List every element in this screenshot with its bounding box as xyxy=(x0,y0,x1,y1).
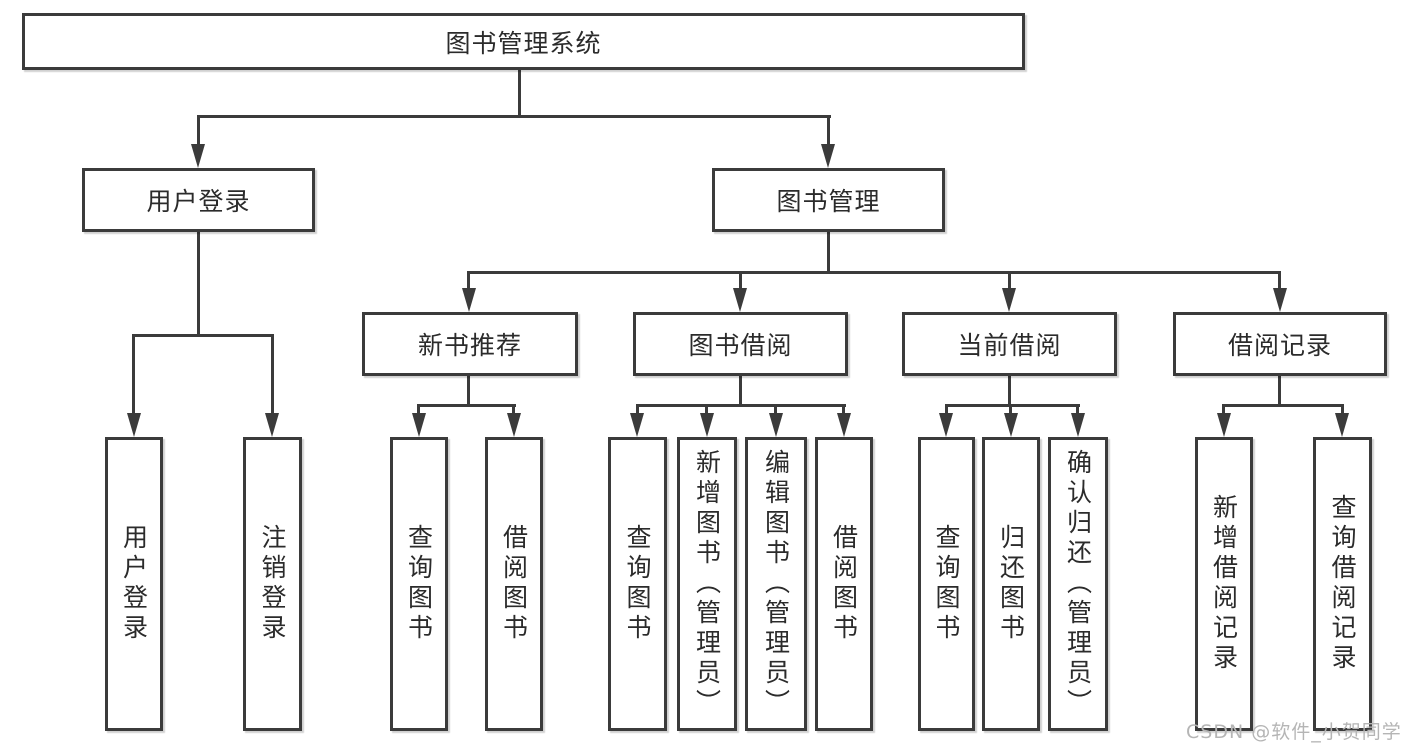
node-label: 编辑图书（管理员） xyxy=(761,449,791,719)
node-borrowing-records: 借阅记录 xyxy=(1173,312,1387,376)
connector-line xyxy=(827,115,830,148)
node-book-borrowing: 图书借阅 xyxy=(633,312,848,376)
connector-line xyxy=(945,404,948,417)
arrow-down-icon xyxy=(1217,413,1231,437)
node-label: 图书管理 xyxy=(776,187,881,216)
arrow-down-icon xyxy=(700,413,714,437)
connector-line xyxy=(417,404,420,417)
connector-line xyxy=(518,70,521,117)
arrow-down-icon xyxy=(1335,413,1349,437)
connector-line xyxy=(197,115,200,148)
connector-line xyxy=(132,334,274,337)
node-label: 借阅图书 xyxy=(829,524,859,644)
node-label: 新增图书（管理员） xyxy=(692,449,722,719)
connector-line xyxy=(467,376,470,407)
arrow-down-icon xyxy=(1002,288,1016,312)
leaf-logout: 注销登录 xyxy=(243,437,302,731)
leaf-add-books-admin: 新增图书（管理员） xyxy=(677,437,737,731)
arrow-down-icon xyxy=(769,413,783,437)
node-label: 归还图书 xyxy=(996,524,1026,644)
leaf-borrow-books: 借阅图书 xyxy=(815,437,873,731)
connector-line xyxy=(739,376,742,407)
arrow-down-icon xyxy=(191,144,205,168)
connector-line xyxy=(636,404,639,417)
arrow-down-icon xyxy=(630,413,644,437)
node-label: 查询图书 xyxy=(404,524,434,644)
node-label: 查询借阅记录 xyxy=(1328,494,1357,674)
node-label: 借阅图书 xyxy=(499,524,529,644)
leaf-query-books: 查询图书 xyxy=(390,437,448,731)
arrow-down-icon xyxy=(412,413,426,437)
connector-line xyxy=(417,404,516,407)
arrow-down-icon xyxy=(1004,413,1018,437)
node-new-book-recommendation: 新书推荐 xyxy=(362,312,578,376)
arrow-down-icon xyxy=(939,413,953,437)
arrow-down-icon xyxy=(821,144,835,168)
connector-line xyxy=(1222,404,1225,417)
arrow-down-icon xyxy=(1071,413,1085,437)
connector-line xyxy=(197,115,831,118)
connector-line xyxy=(1009,404,1012,417)
node-label: 借阅记录 xyxy=(1227,331,1332,360)
node-label: 图书管理系统 xyxy=(445,28,602,58)
arrow-down-icon xyxy=(837,413,851,437)
connector-line xyxy=(774,404,777,417)
connector-line xyxy=(1008,376,1011,407)
connector-line xyxy=(1076,404,1079,417)
arrow-down-icon xyxy=(1273,288,1287,312)
node-label: 注销登录 xyxy=(258,524,287,644)
connector-line xyxy=(739,271,742,292)
node-label: 用户登录 xyxy=(146,187,251,216)
connector-line xyxy=(1008,271,1011,292)
node-label: 查询图书 xyxy=(932,524,961,644)
connector-line xyxy=(467,271,1281,274)
arrow-down-icon xyxy=(127,413,141,437)
leaf-edit-books-admin: 编辑图书（管理员） xyxy=(745,437,807,731)
node-label: 新增借阅记录 xyxy=(1209,494,1239,674)
node-label: 确认归还（管理员） xyxy=(1063,449,1093,719)
connector-line xyxy=(1341,404,1344,417)
leaf-add-borrow-record: 新增借阅记录 xyxy=(1195,437,1253,731)
connector-line xyxy=(1278,271,1281,292)
leaf-user-login: 用户登录 xyxy=(105,437,163,731)
connector-line xyxy=(271,334,274,417)
connector-line xyxy=(1278,376,1281,407)
node-label: 新书推荐 xyxy=(417,331,522,360)
leaf-borrow-books: 借阅图书 xyxy=(485,437,543,731)
node-library-management-system: 图书管理系统 xyxy=(22,13,1025,70)
node-label: 查询图书 xyxy=(623,524,652,644)
connector-line xyxy=(827,232,830,274)
connector-line xyxy=(842,404,845,417)
node-label: 当前借阅 xyxy=(957,331,1062,360)
leaf-query-books: 查询图书 xyxy=(608,437,667,731)
arrow-down-icon xyxy=(733,288,747,312)
arrow-down-icon xyxy=(462,288,476,312)
leaf-confirm-return-admin: 确认归还（管理员） xyxy=(1048,437,1108,731)
csdn-watermark: CSDN @软件_小贺同学 xyxy=(1186,721,1402,743)
node-user-login: 用户登录 xyxy=(82,168,315,232)
connector-line xyxy=(512,404,515,417)
leaf-query-borrow-record: 查询借阅记录 xyxy=(1313,437,1372,731)
node-label: 图书借阅 xyxy=(688,331,793,360)
connector-line xyxy=(945,404,1080,407)
arrow-down-icon xyxy=(265,413,279,437)
connector-line xyxy=(705,404,708,417)
node-book-management: 图书管理 xyxy=(712,168,945,232)
node-current-borrowing: 当前借阅 xyxy=(902,312,1117,376)
connector-line xyxy=(467,271,470,292)
connector-line xyxy=(1222,404,1344,407)
arrow-down-icon xyxy=(507,413,521,437)
connector-line xyxy=(636,404,846,407)
node-label: 用户登录 xyxy=(119,524,149,644)
connector-line xyxy=(197,232,200,337)
leaf-return-books: 归还图书 xyxy=(982,437,1040,731)
connector-line xyxy=(132,334,135,417)
leaf-query-books: 查询图书 xyxy=(918,437,975,731)
